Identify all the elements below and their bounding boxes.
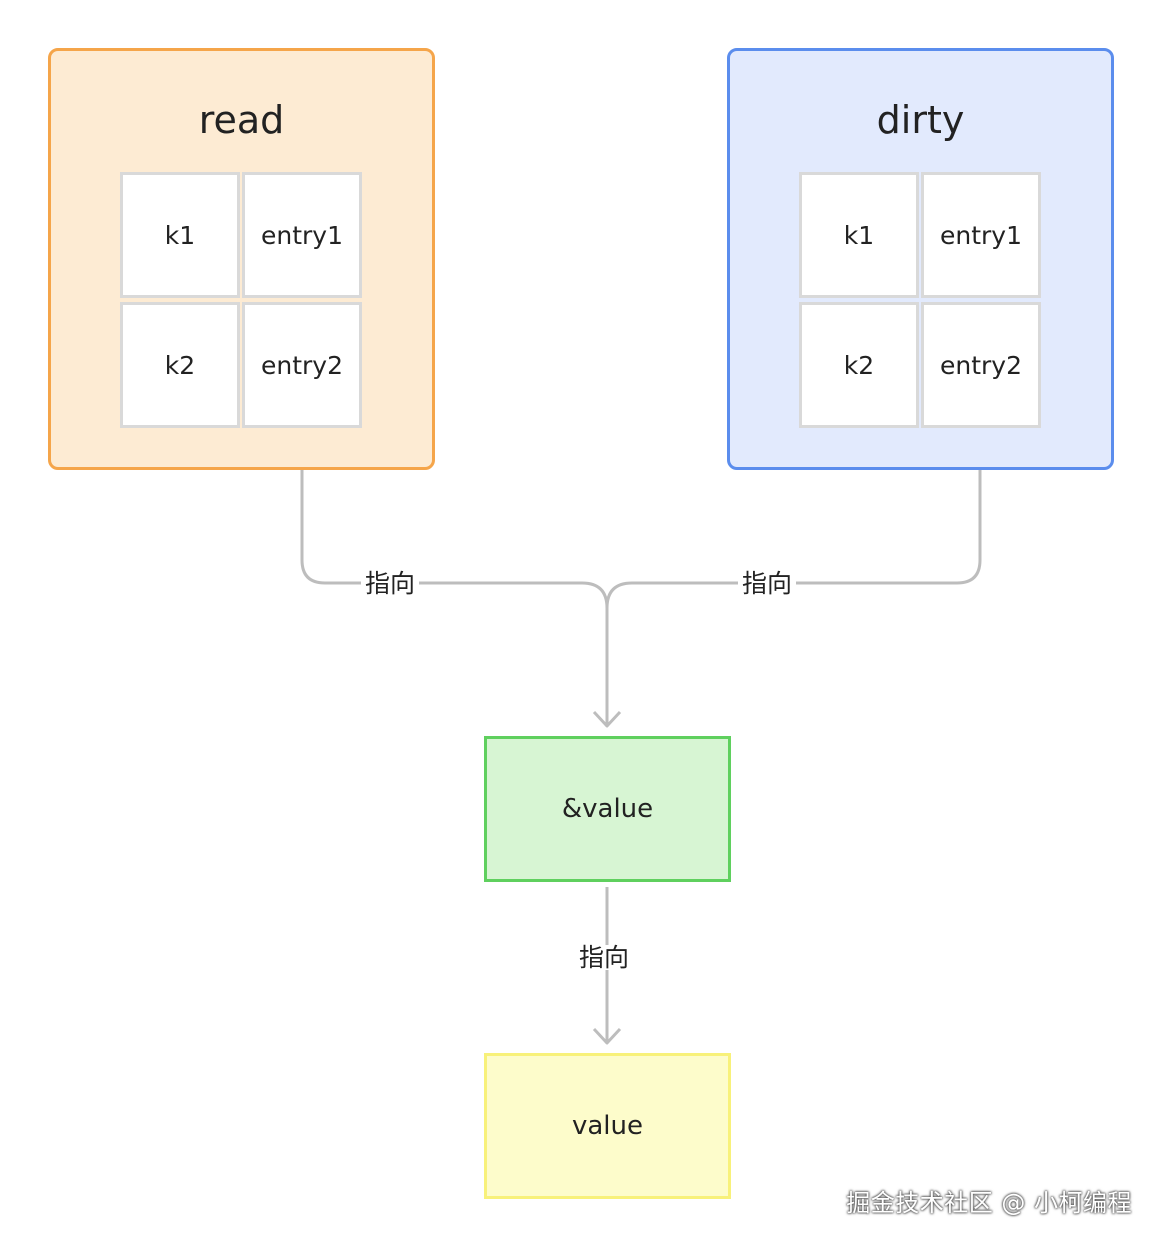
watermark-text: 掘金技术社区 @ 小柯编程 — [846, 1189, 1132, 1217]
read-cell-entry-1: entry1 — [242, 172, 362, 298]
arrowhead-value — [592, 1027, 622, 1045]
edge-label-dirty: 指向 — [738, 571, 797, 596]
dirty-map-title: dirty — [876, 98, 965, 142]
edge-label-pointer: 指向 — [575, 945, 634, 970]
read-cell-key-2: k2 — [120, 302, 240, 428]
dirty-cell-key-2: k2 — [799, 302, 919, 428]
read-cell-entry-2: entry2 — [242, 302, 362, 428]
read-map-title: read — [198, 98, 285, 142]
edge-read-to-pointer — [300, 436, 609, 726]
dirty-cell-key-1: k1 — [799, 172, 919, 298]
read-cell-key-1: k1 — [120, 172, 240, 298]
arrowhead-pointer — [592, 710, 622, 728]
edge-dirty-to-pointer — [605, 436, 982, 609]
value-node: value — [484, 1053, 731, 1199]
dirty-cell-entry-1: entry1 — [921, 172, 1041, 298]
read-map-group: read — [48, 48, 435, 470]
pointer-node: &value — [484, 736, 731, 882]
dirty-map-group: dirty — [727, 48, 1114, 470]
dirty-cell-entry-2: entry2 — [921, 302, 1041, 428]
edge-label-read: 指向 — [361, 571, 420, 596]
